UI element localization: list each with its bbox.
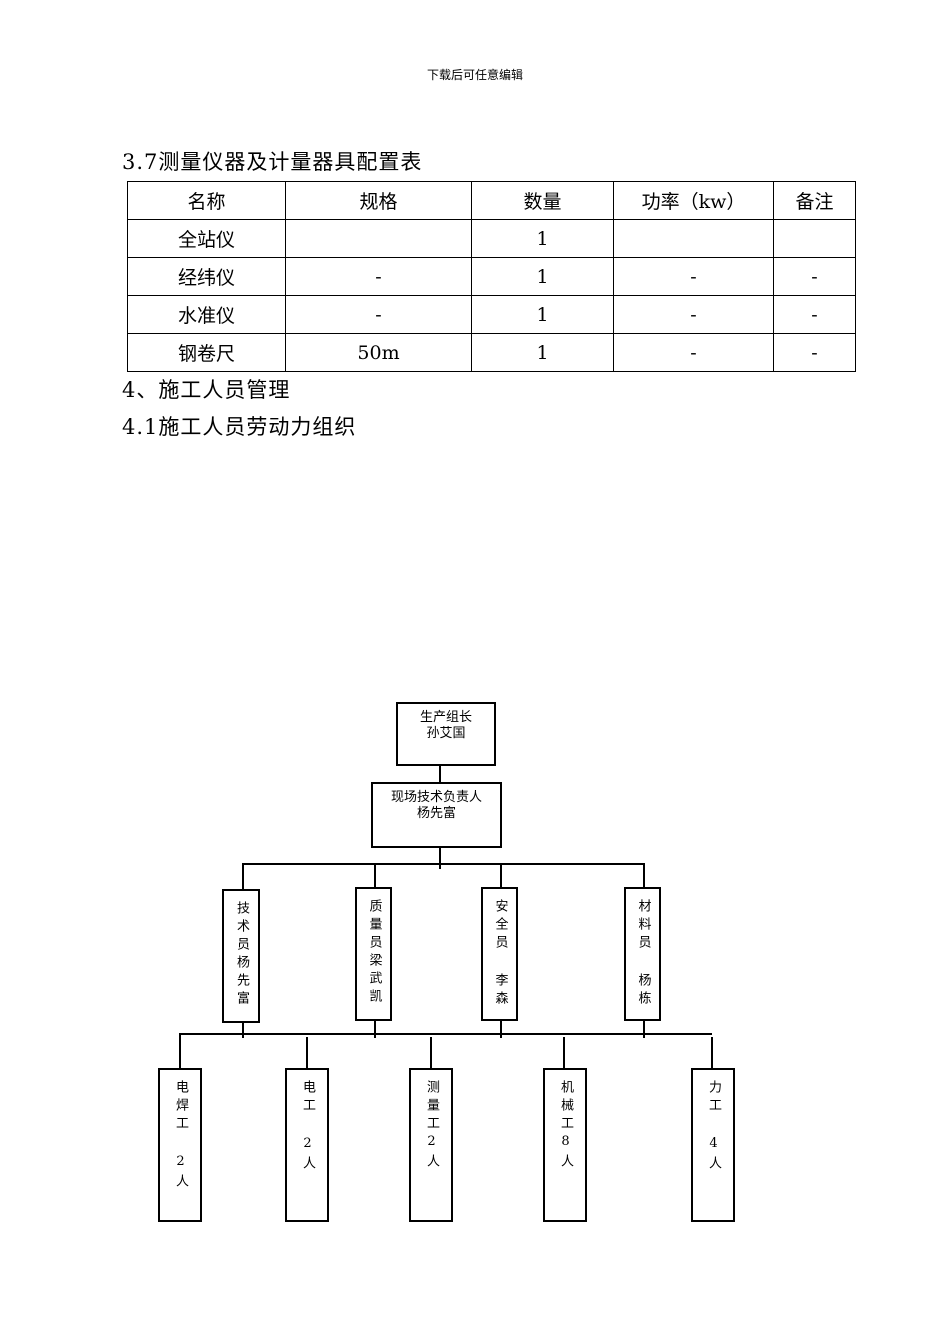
cell-spec: 50m <box>285 333 472 372</box>
section-4-1-title: 4.1施工人员劳动力组织 <box>122 415 357 439</box>
worker-label: 电焊工 2人 <box>173 1080 188 1192</box>
equipment-table: 名称 规格 数量 功率（kw） 备注 全站仪 1 经纬仪 - 1 - - 水准仪… <box>127 181 856 372</box>
table-row: 水准仪 - 1 - - <box>127 295 856 334</box>
table-row: 钢卷尺 50m 1 - - <box>127 333 856 372</box>
tech-lead-title: 现场技术负责人 <box>390 790 482 805</box>
header-power: 功率（kw） <box>613 181 774 220</box>
worker-label: 测量工2人 <box>424 1080 439 1172</box>
worker-box: 电焊工 2人 <box>158 1068 202 1222</box>
cell-power <box>613 219 774 258</box>
connector-line <box>306 1037 308 1069</box>
cell-name: 水准仪 <box>127 295 286 334</box>
staff-box: 质量员梁武凯 <box>355 887 392 1021</box>
connector-line <box>179 1033 712 1035</box>
connector-line <box>439 765 441 784</box>
section-3-7-title: 3.7测量仪器及计量器具配置表 <box>122 150 423 174</box>
worker-label: 电工 2人 <box>300 1080 315 1174</box>
header-note: 下载后可任意编辑 <box>426 68 523 82</box>
staff-label: 技术员杨先富 <box>234 901 249 1009</box>
cell-remarks: - <box>773 333 856 372</box>
cell-quantity: 1 <box>471 333 614 372</box>
header-quantity: 数量 <box>471 181 614 220</box>
header-name: 名称 <box>127 181 286 220</box>
connector-line <box>643 863 645 889</box>
connector-line <box>179 1033 181 1069</box>
connector-line <box>439 847 441 869</box>
cell-name: 经纬仪 <box>127 257 286 296</box>
cell-power: - <box>613 257 774 296</box>
table-header-row: 名称 规格 数量 功率（kw） 备注 <box>127 181 856 220</box>
cell-spec <box>285 219 472 258</box>
cell-power: - <box>613 333 774 372</box>
worker-label: 力工 4人 <box>706 1080 721 1174</box>
cell-remarks <box>773 219 856 258</box>
section-4-title: 4、施工人员管理 <box>122 378 291 402</box>
cell-remarks: - <box>773 295 856 334</box>
staff-label: 材料员 杨栋 <box>635 899 651 1009</box>
connector-line <box>374 1019 376 1038</box>
leader-name: 孙艾国 <box>426 726 466 741</box>
cell-spec: - <box>285 257 472 296</box>
tech-lead-name: 杨先富 <box>416 806 456 821</box>
worker-box: 机械工8人 <box>543 1068 587 1222</box>
cell-name: 钢卷尺 <box>127 333 286 372</box>
cell-quantity: 1 <box>471 257 614 296</box>
staff-box: 安全员 李森 <box>481 887 518 1021</box>
leader-title: 生产组长 <box>419 710 472 725</box>
connector-line <box>563 1037 565 1069</box>
header-spec: 规格 <box>285 181 472 220</box>
connector-line <box>500 863 502 889</box>
cell-quantity: 1 <box>471 219 614 258</box>
cell-remarks: - <box>773 257 856 296</box>
table-row: 全站仪 1 <box>127 219 856 258</box>
header-remarks: 备注 <box>773 181 856 220</box>
worker-box: 测量工2人 <box>409 1068 453 1222</box>
leader-box: 生产组长 孙艾国 <box>396 702 496 766</box>
staff-label: 安全员 李森 <box>492 899 508 1009</box>
worker-box: 电工 2人 <box>285 1068 329 1222</box>
connector-line <box>643 1019 645 1038</box>
staff-box: 材料员 杨栋 <box>624 887 661 1021</box>
table-row: 经纬仪 - 1 - - <box>127 257 856 296</box>
connector-line <box>242 863 244 889</box>
staff-label: 质量员梁武凯 <box>366 899 382 1007</box>
staff-box: 技术员杨先富 <box>222 889 260 1023</box>
connector-line <box>242 1021 244 1038</box>
connector-line <box>500 1019 502 1038</box>
connector-line <box>711 1037 713 1069</box>
connector-line <box>430 1037 432 1069</box>
cell-name: 全站仪 <box>127 219 286 258</box>
worker-label: 机械工8人 <box>558 1080 573 1172</box>
cell-quantity: 1 <box>471 295 614 334</box>
tech-lead-box: 现场技术负责人 杨先富 <box>371 782 502 848</box>
cell-power: - <box>613 295 774 334</box>
connector-line <box>374 863 376 889</box>
connector-line <box>242 863 644 865</box>
cell-spec: - <box>285 295 472 334</box>
worker-box: 力工 4人 <box>691 1068 735 1222</box>
